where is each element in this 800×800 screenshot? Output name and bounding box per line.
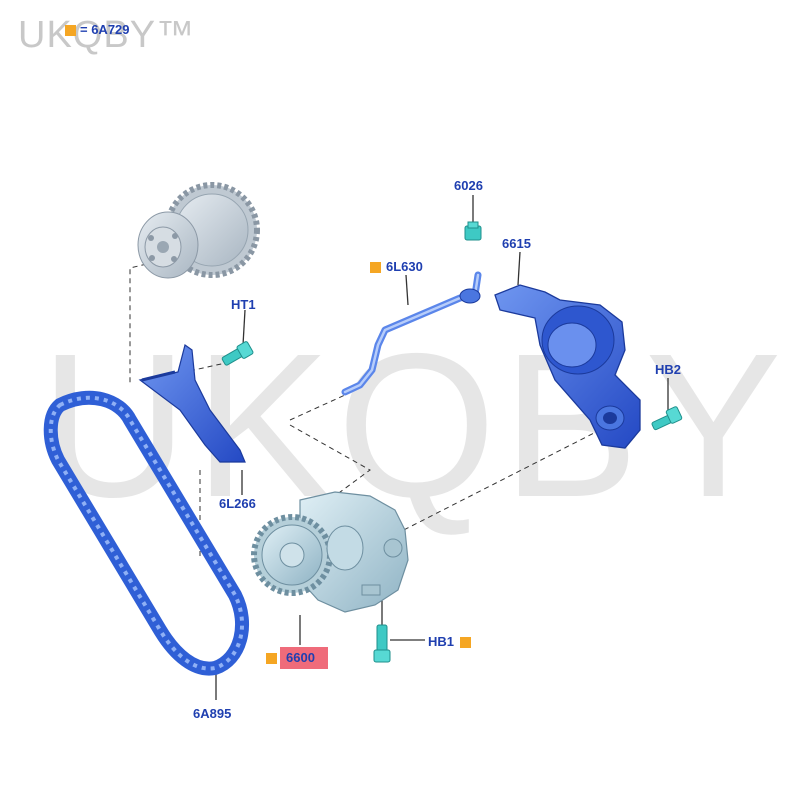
label-HB2: HB2 [655, 362, 682, 377]
watermark-large: UKQBY™ [40, 311, 800, 540]
watermark-small: UKQBY™ [18, 14, 196, 56]
label-HT1: HT1 [231, 297, 256, 312]
bolt-hb2 [651, 406, 683, 431]
highlight-6600 [280, 647, 328, 669]
label-6L630: 6L630 [386, 259, 423, 274]
marker-HB1 [460, 637, 471, 648]
bracket-6615 [494, 284, 641, 449]
legend-label: = 6A729 [80, 22, 130, 37]
label-6600: 6600 [286, 650, 315, 665]
camshaft-sprocket [137, 182, 260, 279]
label-6615: 6615 [502, 236, 531, 251]
leader-lines [215, 195, 669, 700]
label-6026: 6026 [454, 178, 483, 193]
label-6L266: 6L266 [219, 496, 256, 511]
label-6A895: 6A895 [193, 706, 232, 721]
chain-guide [138, 344, 246, 463]
legend-marker [65, 25, 76, 36]
bolt-hb1 [373, 624, 391, 663]
fitting-6026 [464, 221, 482, 241]
marker-6600 [266, 653, 277, 664]
label-HB1: HB1 [428, 634, 455, 649]
pump-6600 [251, 491, 409, 613]
marker-6L630 [370, 262, 381, 273]
timing-chain [43, 390, 250, 676]
bolt-ht1 [221, 341, 254, 366]
oil-tube [341, 271, 482, 396]
